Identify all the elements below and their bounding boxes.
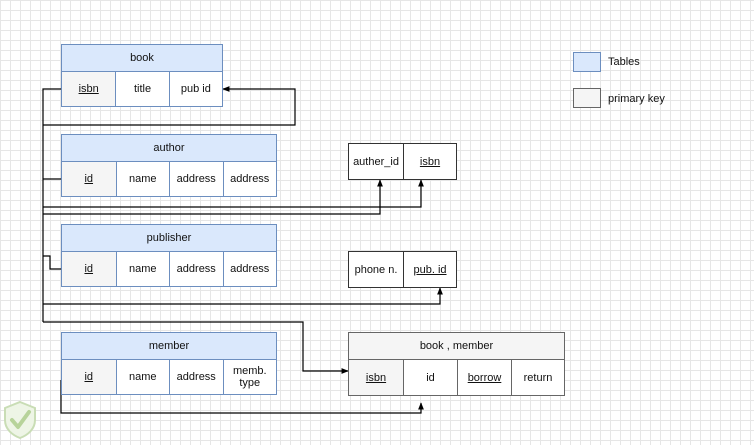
table-book[interactable]: book isbn title pub id — [61, 44, 223, 107]
author-address-cell-2[interactable]: address — [222, 162, 276, 196]
member-type-cell[interactable]: memb. type — [222, 360, 276, 394]
book-isbn-cell[interactable]: isbn — [62, 72, 116, 106]
table-book-header: book — [62, 45, 222, 72]
table-member-header: member — [62, 333, 276, 360]
table-phone-pub[interactable]: phone n. pub. id — [348, 251, 457, 288]
author-isbn-cell[interactable]: isbn — [403, 144, 456, 179]
legend-tables-label: Tables — [608, 56, 640, 68]
table-publisher-header: publisher — [62, 225, 276, 252]
check-shield-icon — [4, 400, 36, 440]
auther-id-cell[interactable]: auther_id — [349, 144, 403, 179]
table-book-member[interactable]: book , member isbn id borrow return — [348, 332, 565, 396]
book-member-id-cell[interactable]: id — [403, 360, 457, 395]
publisher-id-cell[interactable]: id — [62, 252, 116, 286]
connector-publisher-id-stub — [43, 255, 61, 270]
book-pub-id-cell[interactable]: pub id — [168, 72, 223, 106]
connector-author-to-auther-id — [43, 179, 383, 215]
legend-tables-swatch — [573, 52, 601, 72]
legend-primary-key-label: primary key — [608, 93, 665, 105]
publisher-address-cell[interactable]: address — [169, 252, 223, 286]
table-publisher[interactable]: publisher id name address address — [61, 224, 277, 287]
member-address-cell[interactable]: address — [169, 360, 223, 394]
table-member[interactable]: member id name address memb. type — [61, 332, 277, 395]
table-author-header: author — [62, 135, 276, 162]
phone-number-cell[interactable]: phone n. — [349, 252, 403, 287]
table-book-member-header: book , member — [349, 333, 564, 360]
connector-member-to-book-member-id — [60, 380, 424, 414]
legend-primary-key-swatch — [573, 88, 601, 108]
book-member-isbn-cell[interactable]: isbn — [349, 360, 403, 395]
pub-id-cell[interactable]: pub. id — [403, 252, 456, 287]
author-address-cell[interactable]: address — [169, 162, 223, 196]
author-id-cell[interactable]: id — [62, 162, 116, 196]
author-name-cell[interactable]: name — [115, 162, 169, 196]
book-member-borrow-cell[interactable]: borrow — [457, 360, 511, 395]
publisher-address-cell-2[interactable]: address — [222, 252, 276, 286]
table-author-isbn[interactable]: auther_id isbn — [348, 143, 457, 180]
book-member-return-cell[interactable]: return — [511, 360, 564, 395]
connector-book-pubid-loop — [43, 86, 296, 126]
connector-isbn-trunk — [42, 88, 61, 322]
member-name-cell[interactable]: name — [115, 360, 169, 394]
connector-isbn-to-author-isbn — [43, 179, 424, 208]
publisher-name-cell[interactable]: name — [115, 252, 169, 286]
book-title-cell[interactable]: title — [115, 72, 169, 106]
connector-isbn-to-book-member — [43, 321, 349, 374]
table-author[interactable]: author id name address address — [61, 134, 277, 197]
connector-publisher-to-pub-id — [43, 287, 443, 305]
member-id-cell[interactable]: id — [62, 360, 116, 394]
